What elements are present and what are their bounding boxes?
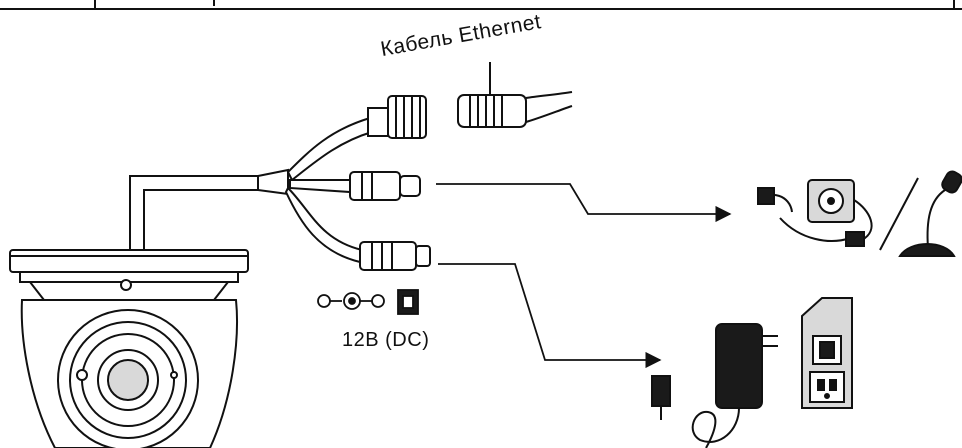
polarity-symbol-icon	[317, 289, 419, 315]
audio-device-icon	[757, 179, 873, 247]
microphone-icon	[879, 170, 962, 257]
power-strip-icon	[801, 297, 853, 409]
audio-connector-icon	[349, 171, 421, 201]
ethernet-connector-icon	[367, 95, 427, 139]
dome-camera-icon	[9, 175, 259, 448]
power-connector-icon	[359, 241, 431, 271]
power-adapter-icon	[651, 323, 778, 448]
ethernet-cable-plug-icon	[457, 62, 573, 128]
power-arrow	[438, 263, 662, 369]
power-spec-label: 12В (DC)	[342, 329, 430, 351]
cable-splitter	[257, 116, 374, 264]
table-border	[0, 0, 962, 10]
audio-arrow	[436, 183, 732, 223]
